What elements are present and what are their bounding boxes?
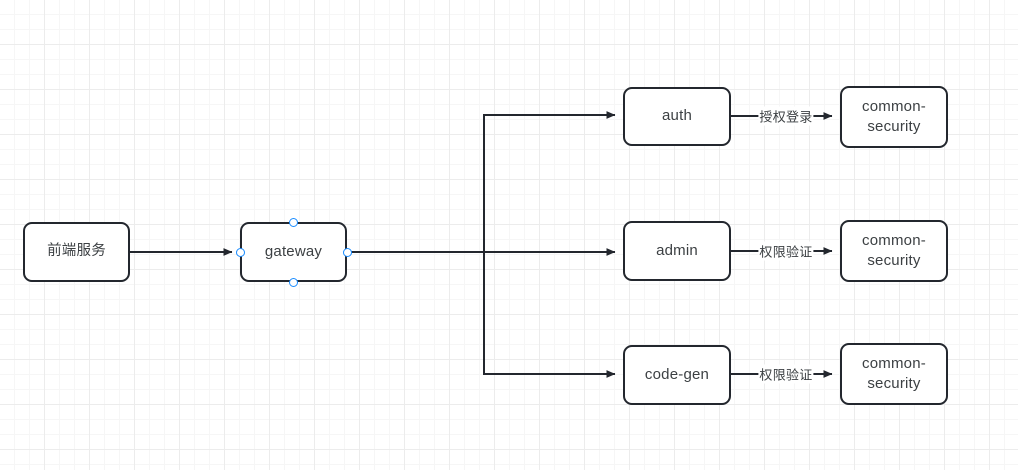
edge-gateway-to-codegen[interactable] [483, 252, 616, 378]
node-gateway[interactable]: gateway [240, 222, 347, 282]
node-label: common- security [862, 354, 926, 392]
edge-label-auth-to-sec-auth[interactable]: 授权登录 [758, 106, 814, 126]
connection-handle-gateway-right[interactable] [342, 247, 352, 257]
edge-label-codegen-to-sec-code[interactable]: 权限验证 [758, 364, 814, 384]
connection-handle-gateway-left[interactable] [235, 247, 245, 257]
node-label: common- security [862, 231, 926, 269]
connection-handle-gateway-top[interactable] [288, 217, 298, 227]
node-label: admin [656, 241, 698, 259]
node-frontend[interactable]: 前端服务 [23, 222, 130, 282]
connection-handle-gateway-bottom[interactable] [288, 277, 298, 287]
node-label: auth [662, 107, 692, 125]
node-sec-auth[interactable]: common- security [840, 86, 948, 148]
node-admin[interactable]: admin [623, 221, 731, 281]
node-label: 前端服务 [47, 243, 106, 260]
node-label: gateway [264, 242, 323, 260]
node-sec-admin[interactable]: common- security [840, 220, 948, 282]
edge-gateway-to-auth[interactable] [483, 111, 616, 252]
edge-label-admin-to-sec-admin[interactable]: 权限验证 [758, 241, 814, 261]
node-label: code-gen [644, 365, 710, 383]
node-auth[interactable]: auth [623, 87, 731, 146]
node-codegen[interactable]: code-gen [623, 345, 731, 405]
node-sec-code[interactable]: common- security [840, 343, 948, 405]
node-label: common- security [862, 97, 926, 135]
